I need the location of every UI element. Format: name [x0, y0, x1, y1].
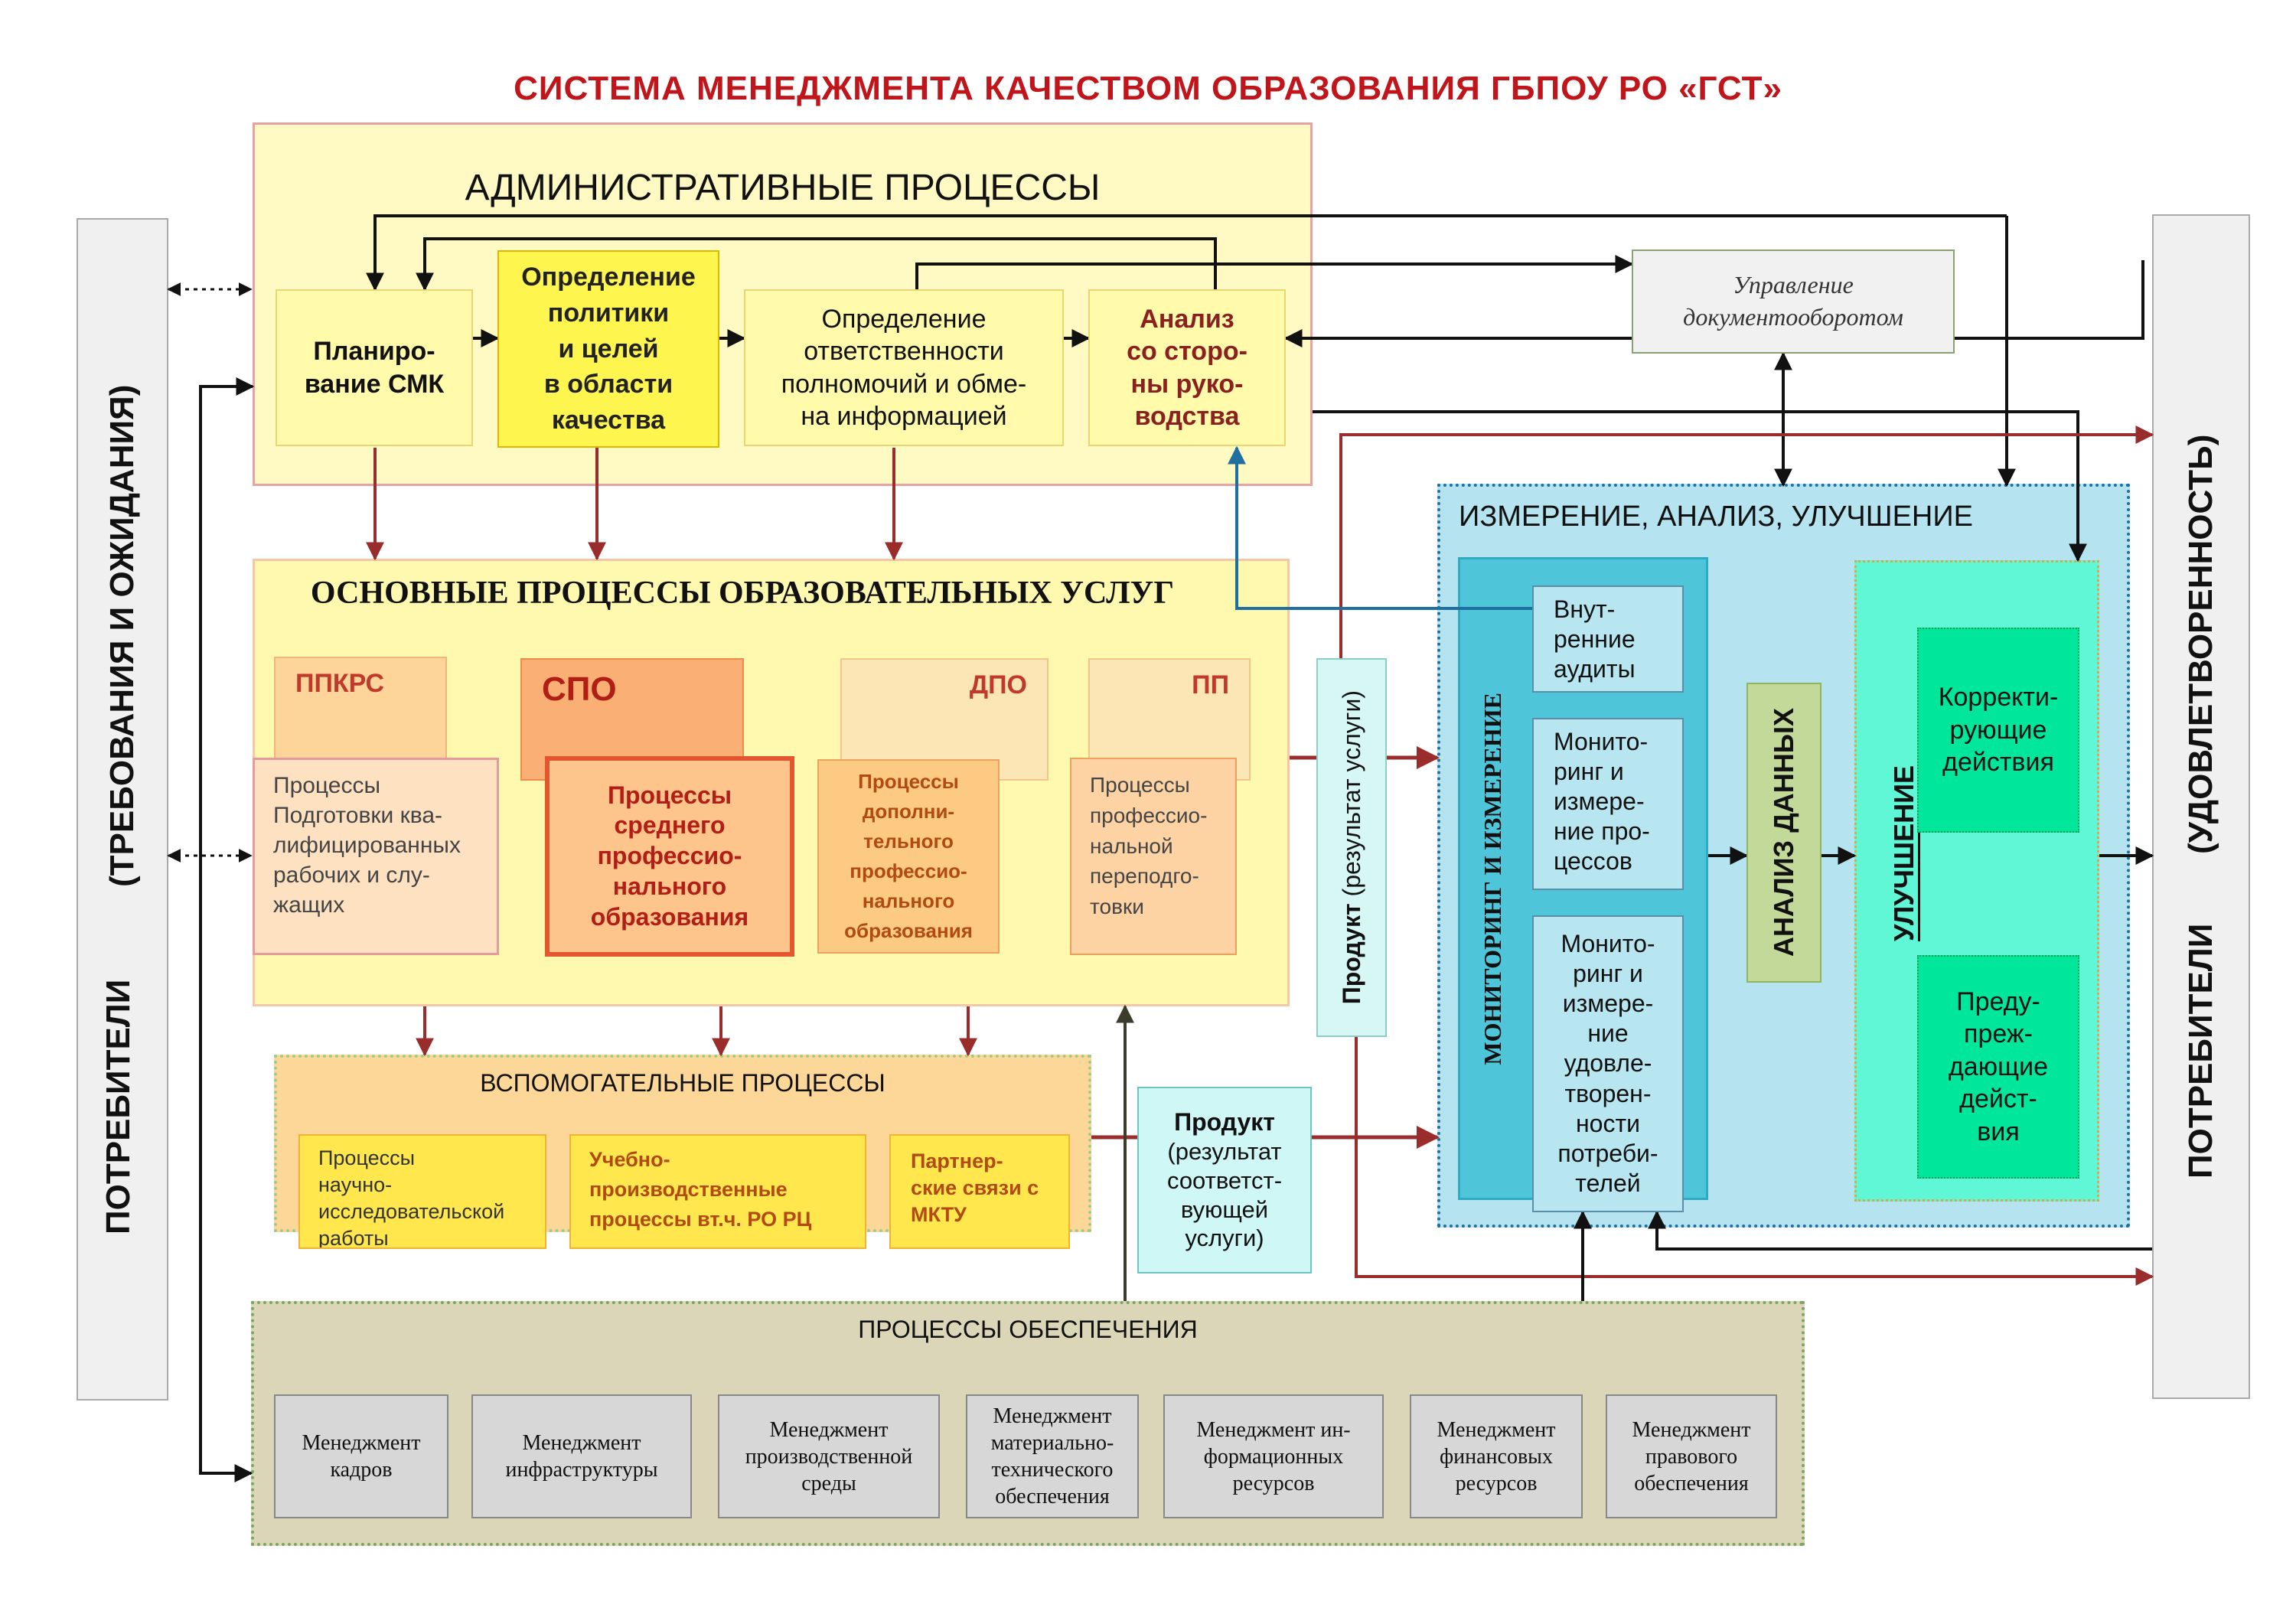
pp-process-box: Процессы профессио- нальной переподго- т…: [1070, 758, 1237, 955]
improvement-title-text: УЛУЧШЕНИЕ: [1888, 765, 1919, 942]
product-vertical-box: Продукт (результат услуги): [1316, 658, 1387, 1037]
preventive-actions-box: Преду- преж- дающие дейст- вия: [1917, 955, 2079, 1179]
satisfaction-monitoring-box: Монито- ринг и измере- ние удовле- творе…: [1532, 915, 1684, 1212]
data-analysis-box: АНАЛИЗ ДАННЫХ: [1746, 683, 1821, 983]
product-result-text: (результат соответст- вующей услуги): [1166, 1137, 1283, 1252]
product-vertical-bold: Продукт: [1337, 903, 1365, 1005]
main-processes-title: ОСНОВНЫЕ ПРОЦЕССЫ ОБРАЗОВАТЕЛЬНЫХ УСЛУГ: [310, 576, 1175, 611]
management-review-box: Анализ со сторо- ны руко- водства: [1088, 289, 1286, 446]
support-box-legal: Менеджмент правового обеспечения: [1606, 1394, 1777, 1518]
responsibility-box: Определение ответственности полномочий и…: [744, 289, 1064, 446]
consumers-left-caption: ПОТРЕБИТЕЛИ: [99, 978, 137, 1234]
consumers-right-satisfaction: (УДОВЛЕТВОРЕННОСТЬ): [2182, 435, 2219, 855]
ppkrs-tab: ППКРС: [274, 657, 447, 764]
partnership-box: Партнер- ские связи с МКТУ: [889, 1134, 1070, 1249]
diagram-title: СИСТЕМА МЕНЕДЖМЕНТА КАЧЕСТВОМ ОБРАЗОВАНИ…: [514, 70, 1782, 107]
policy-box: Определение политики и целей в области к…: [497, 250, 719, 448]
support-processes-title: ПРОЦЕССЫ ОБЕСПЕЧЕНИЯ: [858, 1315, 1198, 1343]
ppkrs-process-box: Процессы Подготовки ква- лифицированных …: [253, 758, 499, 955]
measurement-title: ИЗМЕРЕНИЕ, АНАЛИЗ, УЛУЧШЕНИЕ: [1459, 500, 1974, 533]
monitoring-title: МОНИТОРИНГ И ИЗМЕРЕНИЕ: [1466, 559, 1519, 1198]
consumers-right-bar: ПОТРЕБИТЕЛИ (УДОВЛЕТВОРЕННОСТЬ): [2152, 214, 2250, 1399]
product-result-box: Продукт (результат соответст- вующей усл…: [1137, 1087, 1312, 1273]
spo-process-box: Процессы среднего профессио- нального об…: [545, 756, 794, 957]
dpo-process-box: Процессы дополни- тельного профессио- на…: [817, 759, 1000, 954]
left-feed-line: [199, 385, 253, 1482]
consumers-right-caption: ПОТРЕБИТЕЛИ: [2182, 923, 2219, 1179]
product-vertical-rest: (результат услуги): [1337, 690, 1365, 904]
support-box-finance: Менеджмент финансовых ресурсов: [1410, 1394, 1583, 1518]
data-analysis-label: АНАЛИЗ ДАННЫХ: [1768, 708, 1799, 957]
management-review-label: Анализ со сторо- ны руко- водства: [1127, 304, 1247, 432]
corrective-actions-box: Корректи- рующие действия: [1917, 628, 2079, 833]
process-monitoring-box: Монито- ринг и измере- ние про- цессов: [1532, 718, 1684, 890]
consumers-left-requirements: (ТРЕБОВАНИЯ И ОЖИДАНИЯ): [103, 384, 141, 887]
product-result-bold: Продукт: [1174, 1107, 1275, 1136]
support-box-information: Менеджмент ин- формационных ресурсов: [1163, 1394, 1384, 1518]
support-box-infrastructure: Менеджмент инфраструктуры: [471, 1394, 692, 1518]
auxiliary-processes-title: ВСПОМОГАТЕЛЬНЫЕ ПРОЦЕССЫ: [480, 1068, 885, 1097]
internal-audits-box: Внут- ренние аудиты: [1532, 585, 1684, 693]
support-box-personnel: Менеджмент кадров: [274, 1394, 448, 1518]
document-management-box: Управление документооборотом: [1632, 249, 1955, 354]
planning-box: Планиро- вание СМК: [276, 289, 473, 446]
monitoring-title-text: МОНИТОРИНГ И ИЗМЕРЕНИЕ: [1478, 692, 1506, 1065]
admin-processes-title: АДМИНИСТРАТИВНЫЕ ПРОЦЕССЫ: [465, 167, 1101, 208]
consumers-left-bar: ПОТРЕБИТЕЛИ (ТРЕБОВАНИЯ И ОЖИДАНИЯ): [77, 218, 168, 1401]
research-process-box: Процессы научно- исследовательской работ…: [298, 1134, 546, 1249]
training-process-box: Учебно- производственные процессы вт.ч. …: [569, 1134, 866, 1249]
support-box-environment: Менеджмент производственной среды: [718, 1394, 940, 1518]
support-box-material: Менеджмент материально- технического обе…: [966, 1394, 1139, 1518]
